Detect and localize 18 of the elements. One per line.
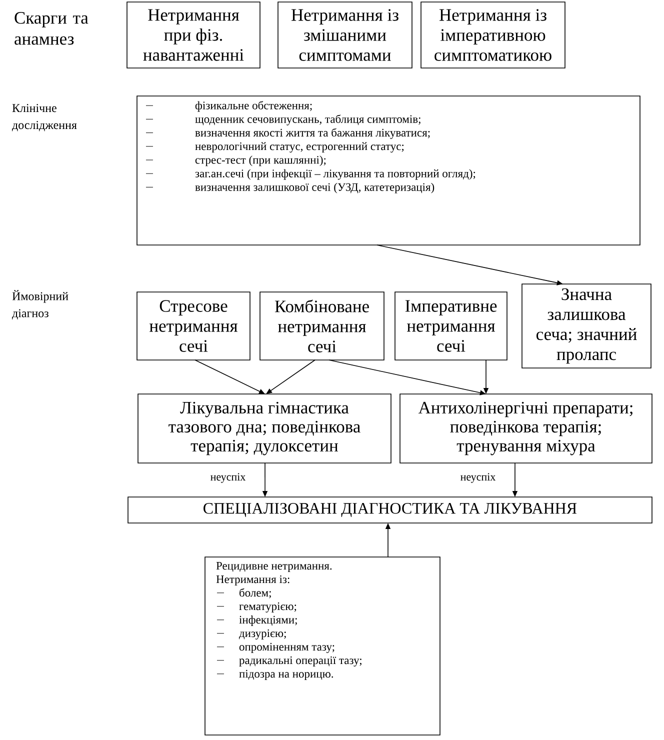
- text-box: Значна залишкова сеча; значний пролапс: [522, 284, 652, 368]
- edge-label: неуспіх: [209, 472, 247, 484]
- text-box: Нетримання із імперативною симптоматикою: [420, 2, 566, 68]
- list-box: Рецидивне нетримання. Нетримання із: болем; гематурією; інфекціями; дизурією; опроміненням тазу; радикальні операції тазу; підозра на норицю.: [204, 556, 440, 736]
- edge-label: неуспіх: [459, 472, 497, 484]
- text-box: Антихолінергічні препарати; поведінкова терапія; тренування міхура: [400, 394, 652, 464]
- list-box: фізикальне обстеження; щоденник сечовипускань, таблиця симптомів; визначення якості життя та бажання лікуватися; неврологічний статус, естрогенний статус; стрес-тест (при кашлянні); заг.ан.сечі (при інфекції – лікування та повторний огляд); визначення залишкової сечі (УЗД, катетеризація): [136, 96, 640, 246]
- text-box: Комбіноване нетримання сечі: [260, 292, 384, 360]
- text-box: Лікувальна гімнастика тазового дна; поведінкова терапія; дулоксетин: [138, 394, 392, 464]
- row-label: Клінічне дослідження: [12, 104, 77, 132]
- text-box: Імперативне нетримання сечі: [394, 292, 508, 360]
- text-box: Стресове нетримання сечі: [136, 292, 250, 360]
- row-label: Скарги та анамнез: [14, 12, 88, 45]
- text-box: Нетримання із змішаними симптомами: [278, 2, 412, 68]
- arrow: [266, 360, 316, 394]
- row-label: Ймовірний діагноз: [12, 290, 68, 320]
- text-box: Нетримання при фіз. навантаженні: [126, 2, 260, 68]
- text-box: СПЕЦІАЛІЗОВАНІ ДІАГНОСТИКА ТА ЛІКУВАННЯ: [128, 496, 652, 524]
